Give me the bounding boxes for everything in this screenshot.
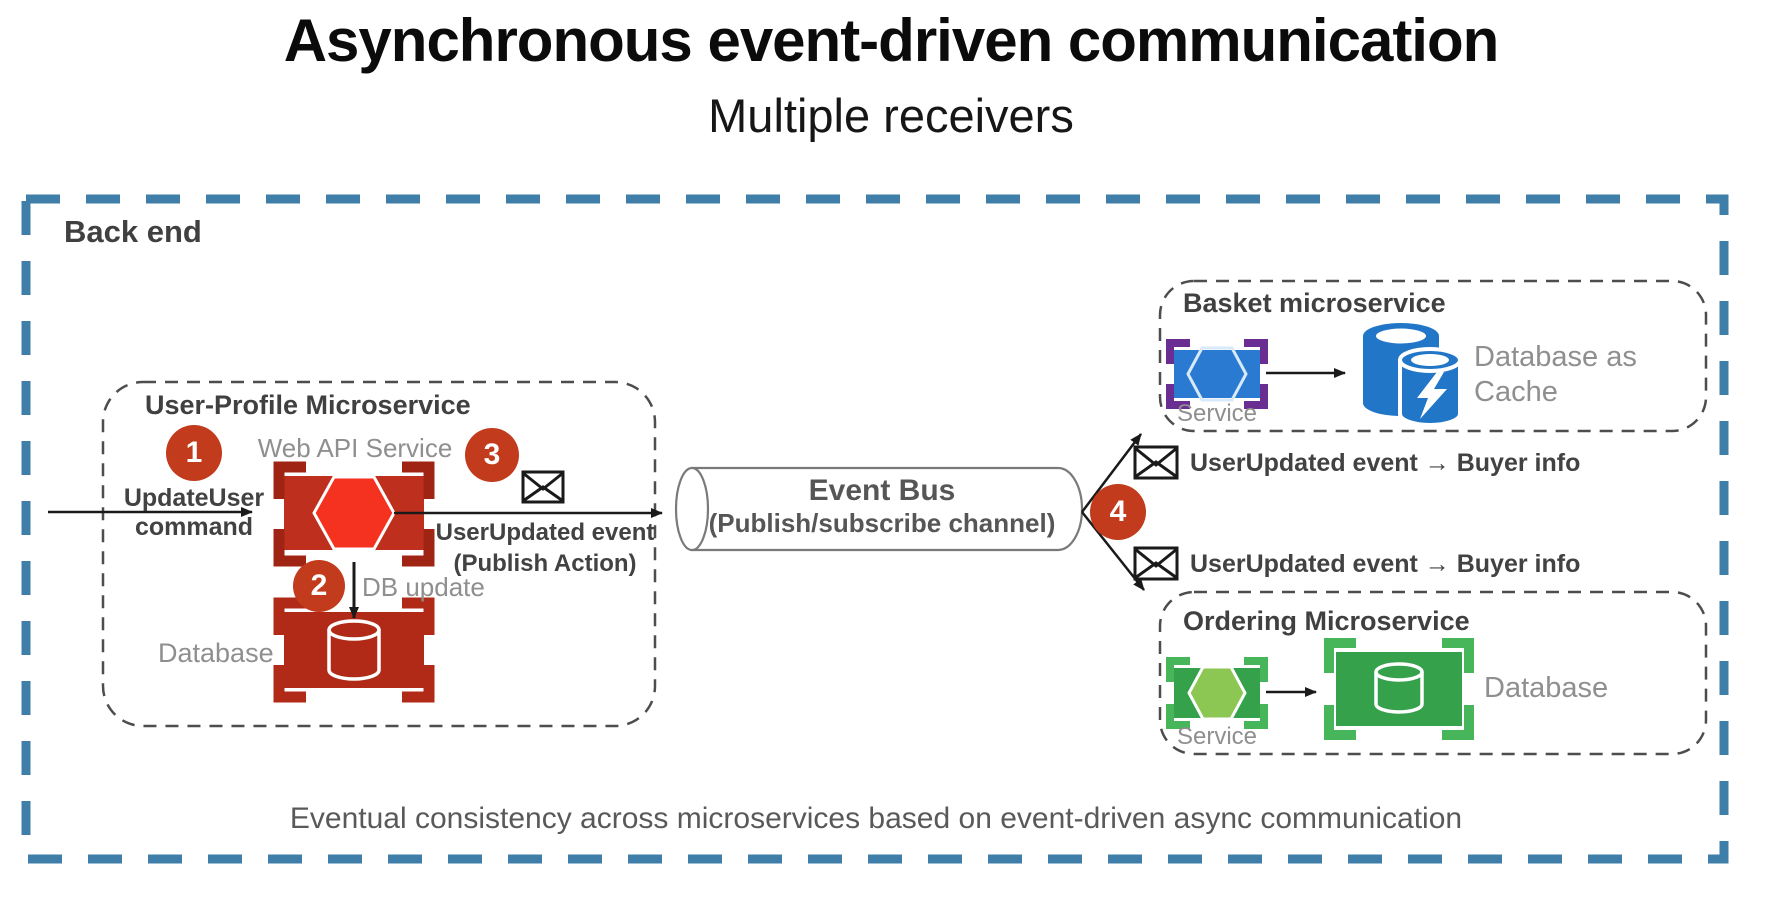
ordering-database-icon (1324, 638, 1474, 740)
web-api-service-icon (273, 461, 435, 567)
backend-label: Back end (64, 214, 202, 249)
envelope-icon-ordering (1133, 546, 1179, 581)
db-update-label: DB update (362, 572, 485, 602)
update-user-line1: UpdateUser (123, 484, 265, 512)
page-title: Asynchronous event-driven communication (283, 7, 1500, 74)
caption: Eventual consistency across microservice… (289, 802, 1463, 835)
basket-database-label: Database as Cache (1474, 340, 1637, 410)
event-bus-label: Event Bus (Publish/subscribe channel) (700, 474, 1064, 539)
publish-line2: (Publish Action) (453, 550, 637, 577)
step-badge-1: 1 (166, 425, 222, 481)
envelope-icon-publish (521, 470, 565, 504)
basket-service-icon (1166, 339, 1268, 409)
step-badge-3: 3 (465, 428, 519, 482)
user-profile-title: User-Profile Microservice (145, 390, 471, 420)
user-profile-database-icon (273, 597, 435, 703)
event-bus-line1: Event Bus (808, 474, 956, 507)
message-to-ordering: UserUpdated event → Buyer info (1190, 550, 1581, 578)
ordering-title: Ordering Microservice (1183, 606, 1470, 636)
envelope-icon-basket (1133, 445, 1179, 480)
user-profile-box (101, 380, 657, 728)
page-subtitle: Multiple receivers (708, 89, 1074, 142)
publish-line1: UserUpdated event (435, 519, 655, 546)
message-to-basket: UserUpdated event → Buyer info (1190, 449, 1581, 477)
update-user-line2: command (134, 513, 254, 541)
ordering-database-label: Database (1484, 672, 1609, 704)
basket-db-line2: Cache (1474, 376, 1558, 408)
flow-arrows (48, 368, 1346, 697)
user-updated-event-label: UserUpdated event (Publish Action) (395, 517, 695, 579)
basket-db-line1: Database as (1474, 341, 1637, 373)
web-api-service-label: Web API Service (257, 433, 453, 463)
lightning-bolt-icon (1417, 372, 1447, 419)
backend-dashed-border (21, 194, 1729, 864)
update-user-command-label: UpdateUser command (104, 484, 284, 542)
basket-title: Basket microservice (1183, 288, 1446, 318)
database-as-cache-icon (1363, 323, 1462, 427)
ordering-service-label: Service (1176, 723, 1258, 750)
ordering-service-icon (1166, 657, 1268, 729)
user-profile-database-label: Database (158, 638, 274, 668)
event-bus-line2: (Publish/subscribe channel) (708, 508, 1056, 538)
ordering-box (1158, 590, 1708, 756)
step-badge-2: 2 (293, 560, 345, 612)
basket-service-label: Service (1176, 400, 1258, 427)
basket-box (1158, 279, 1708, 433)
step-badge-4: 4 (1090, 484, 1146, 540)
